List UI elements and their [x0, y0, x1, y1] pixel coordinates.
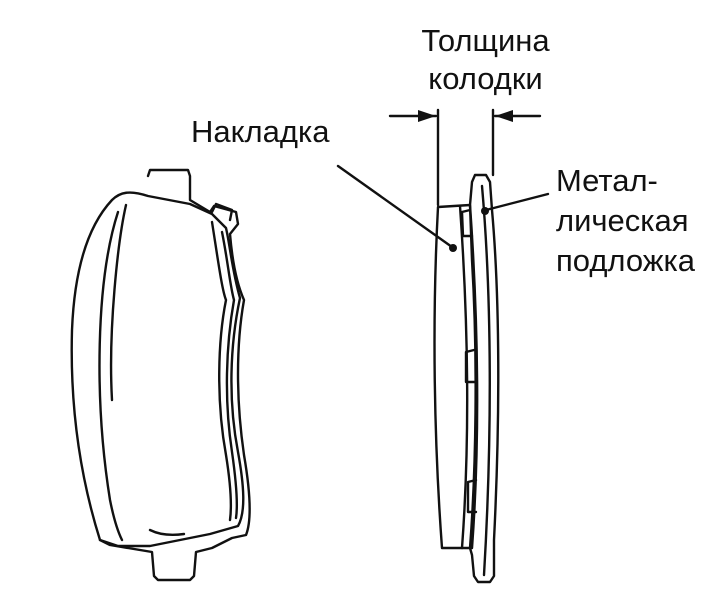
thickness-label-line2: колодки	[428, 61, 543, 96]
pad-front-contour-4	[210, 220, 232, 522]
pad-side-notch-1	[460, 208, 474, 238]
thickness-dimension	[388, 108, 542, 207]
thickness-label: Толщина колодки	[398, 22, 573, 98]
pad-front-contour-3	[148, 528, 186, 536]
plate-label: Метал- лическая подложка	[556, 161, 695, 281]
plate-leader-dot	[481, 207, 489, 215]
plate-label-line2: лическая	[556, 203, 689, 238]
pad-side-lining	[433, 203, 479, 550]
lining-leader-line	[336, 164, 454, 249]
pad-side-backing-plate	[468, 173, 500, 584]
lining-leader-dot	[449, 244, 457, 252]
pad-front-contour-2	[109, 203, 128, 402]
pad-front-view	[70, 168, 251, 582]
pad-front-contour-1	[98, 210, 124, 542]
pad-front-contour-5	[220, 230, 238, 520]
thickness-arrowhead-right	[495, 110, 513, 122]
plate-label-line1: Метал-	[556, 163, 658, 198]
pad-front-clip	[210, 202, 234, 222]
pad-side-notch-3	[466, 478, 478, 514]
plate-leader-line	[484, 192, 550, 212]
thickness-label-line1: Толщина	[421, 23, 550, 58]
thickness-arrowhead-left	[418, 110, 436, 122]
pad-front-lining-outline	[70, 191, 245, 548]
pad-side-lining-inner	[458, 204, 469, 550]
lining-label: Накладка	[191, 114, 330, 149]
pad-front-backing-plate	[98, 168, 251, 582]
pad-side-plate-inner	[480, 184, 491, 577]
pad-side-view	[433, 173, 500, 584]
plate-label-line3: подложка	[556, 243, 695, 278]
